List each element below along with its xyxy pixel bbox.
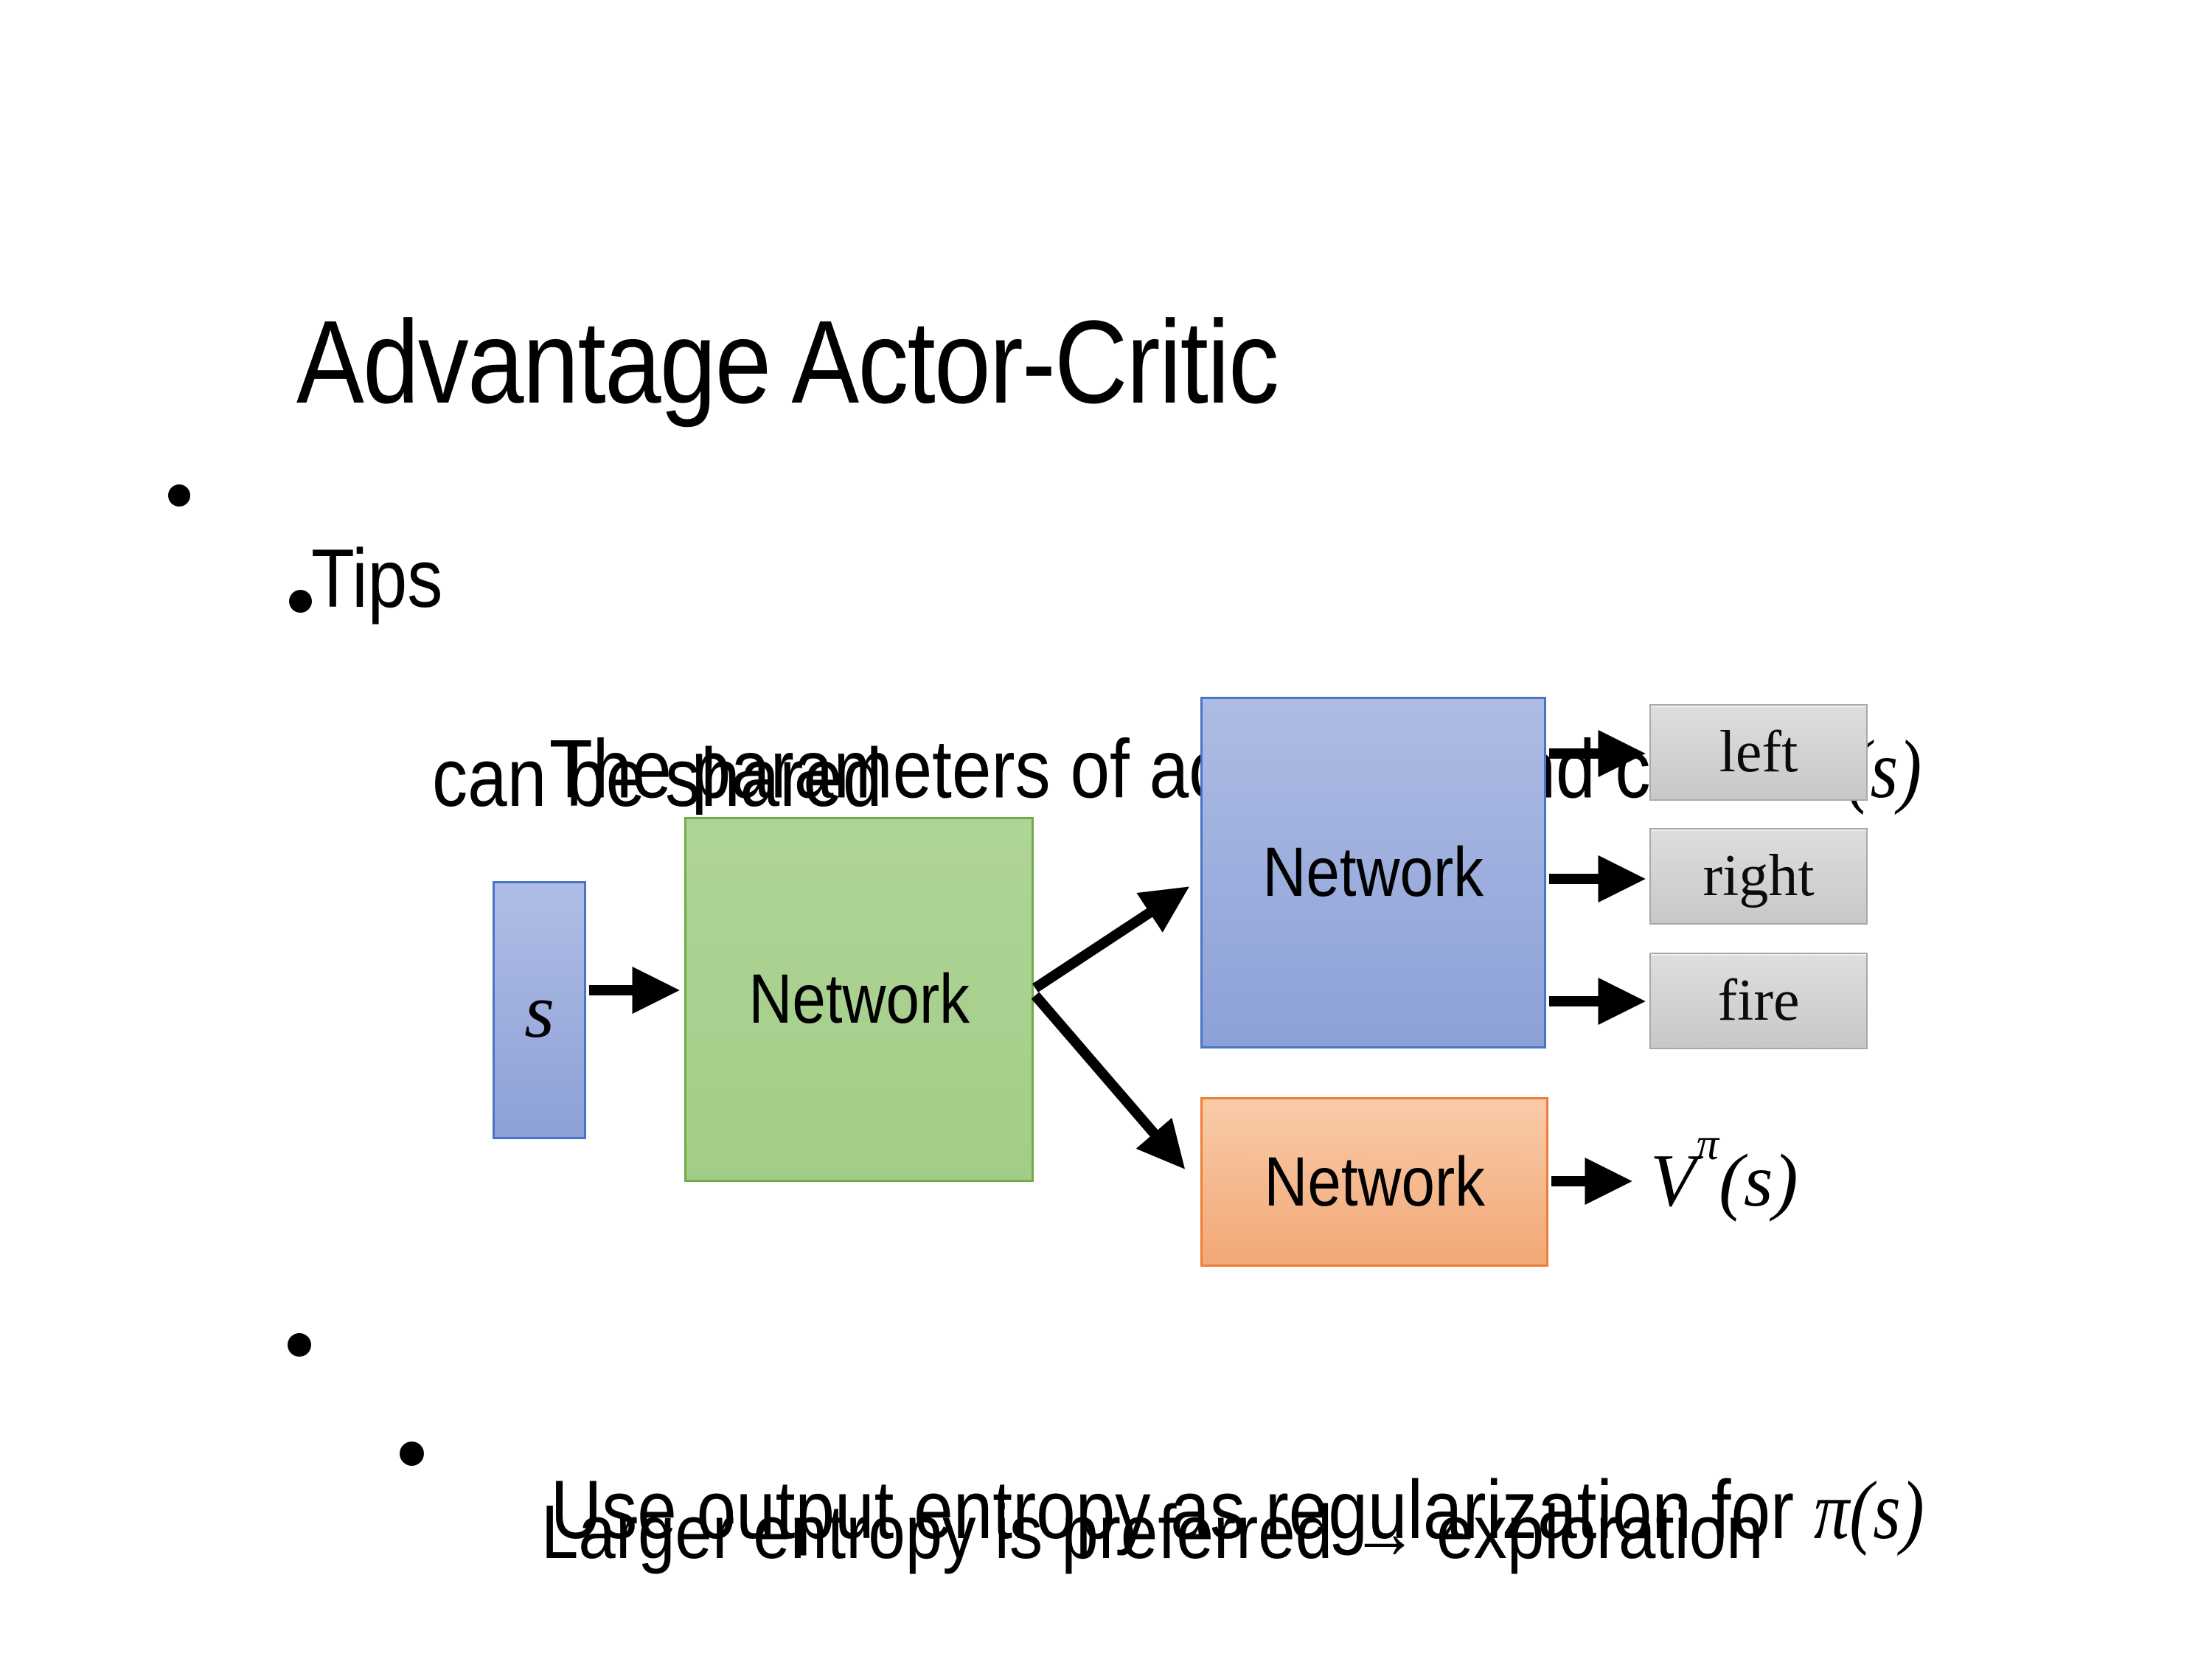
action-label-right: right: [1703, 844, 1815, 908]
bullet-exploration: Larger entropy is preferred → exploratio…: [457, 1418, 1930, 1646]
action-box-fire: fire: [1649, 953, 1868, 1049]
bullet-entropy: Use output entropy as regularization for…: [341, 1304, 2168, 1659]
arrow-shared-to-critic: [1031, 992, 1186, 1169]
actor-network-label: Network: [1262, 833, 1484, 911]
bullet-tips-text: Tips: [311, 532, 443, 625]
page-title: Advantage Actor-Critic: [171, 185, 1438, 539]
entropy-text: Use output entropy as regularization for: [551, 1464, 1815, 1556]
critic-network-label: Network: [1264, 1142, 1485, 1221]
shared-network-label: Network: [748, 960, 970, 1038]
bullet-dot-entropy: [288, 1333, 311, 1357]
shared-network-box: Network: [684, 817, 1034, 1182]
actor-network-box: Network: [1200, 697, 1546, 1048]
bullet-dot-exploration: [400, 1441, 424, 1466]
parameters-text-line2: can be shared: [432, 731, 883, 824]
action-label-left: left: [1719, 720, 1798, 785]
action-box-left: left: [1649, 704, 1868, 801]
action-label-fire: fire: [1717, 968, 1800, 1033]
bullet-parameters-line2: can be shared: [341, 654, 956, 902]
exploration-text: Larger entropy is preferred → exploratio…: [541, 1489, 1764, 1574]
page-title-text: Advantage Actor-Critic: [296, 296, 1279, 428]
state-box: s: [493, 881, 586, 1139]
bullet-dot-level1: [168, 484, 190, 507]
critic-output-label: Vπ(s): [1650, 1119, 1798, 1222]
bullet-dot-parameters: [289, 590, 312, 613]
state-label: s: [524, 967, 554, 1054]
parameters-text-pre: The parameters of actor: [549, 723, 1327, 815]
policy-formula: π(s): [1814, 1465, 1925, 1557]
action-box-right: right: [1649, 828, 1868, 925]
bullet-tips: Tips: [220, 455, 465, 703]
critic-network-box: Network: [1200, 1097, 1548, 1267]
